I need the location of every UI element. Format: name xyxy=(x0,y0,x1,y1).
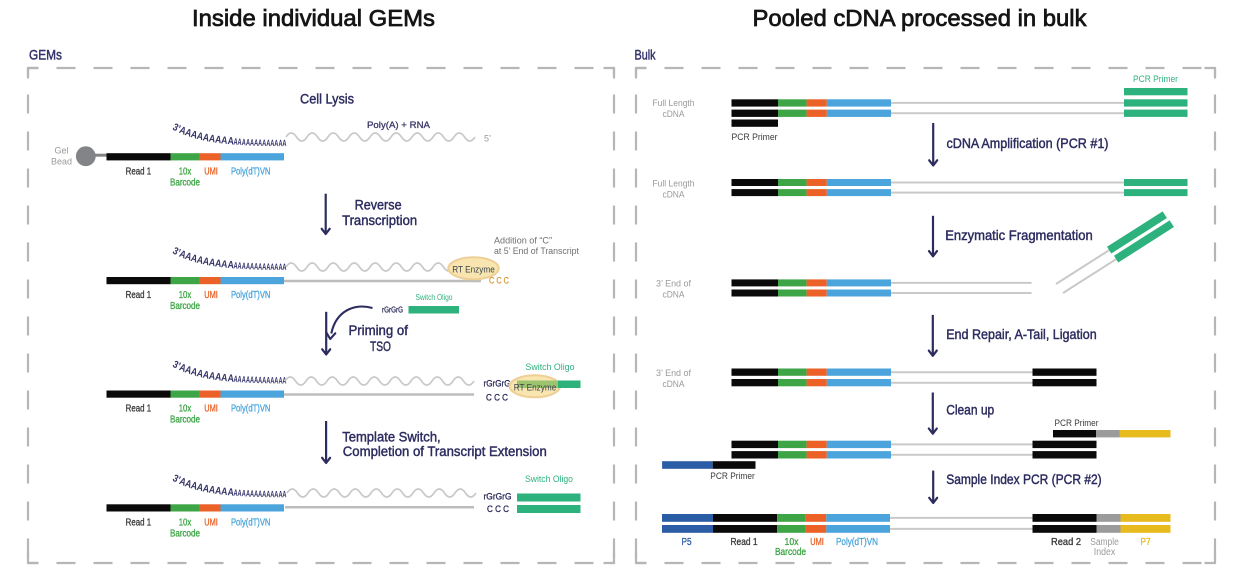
svg-text:Index: Index xyxy=(1094,547,1116,558)
svg-text:Full Length: Full Length xyxy=(653,98,695,108)
svg-text:Read 1: Read 1 xyxy=(126,290,152,301)
svg-text:AAAAAAAAAAAAA: AAAAAAAAAAAAA xyxy=(233,488,287,500)
svg-text:GEMs: GEMs xyxy=(29,47,62,63)
svg-text:P5: P5 xyxy=(682,537,692,548)
svg-text:Read 2: Read 2 xyxy=(1051,537,1081,548)
svg-text:AAAAAAAAAAAAA: AAAAAAAAAAAAA xyxy=(233,260,287,272)
svg-text:Sample Index PCR (PCR #2): Sample Index PCR (PCR #2) xyxy=(946,471,1101,487)
svg-text:cDNA: cDNA xyxy=(663,379,686,389)
svg-text:Switch Oligo: Switch Oligo xyxy=(526,362,575,373)
svg-text:Template Switch,: Template Switch, xyxy=(342,430,441,445)
svg-text:UMI: UMI xyxy=(204,290,218,301)
svg-text:10x: 10x xyxy=(179,290,192,301)
svg-text:Switch Oligo: Switch Oligo xyxy=(416,293,453,302)
svg-text:Barcode: Barcode xyxy=(170,177,200,188)
svg-text:Poly(dT)VN: Poly(dT)VN xyxy=(231,166,271,177)
svg-text:Pooled cDNA processed in bulk: Pooled cDNA processed in bulk xyxy=(753,5,1087,31)
svg-text:Poly(dT)VN: Poly(dT)VN xyxy=(231,404,271,415)
svg-text:Poly(dT)VN: Poly(dT)VN xyxy=(836,537,878,548)
svg-text:3’ End of: 3’ End of xyxy=(656,279,691,289)
svg-text:rGrGrG: rGrGrG xyxy=(382,305,403,315)
svg-text:PCR Primer: PCR Primer xyxy=(1133,74,1178,85)
svg-text:C C C: C C C xyxy=(487,504,509,515)
svg-text:Addition of “C”: Addition of “C” xyxy=(494,236,552,246)
svg-text:UMI: UMI xyxy=(204,404,218,415)
svg-text:Poly(A) + RNA: Poly(A) + RNA xyxy=(367,120,431,131)
svg-text:10x: 10x xyxy=(179,166,192,177)
svg-text:Read 1: Read 1 xyxy=(126,166,152,177)
svg-text:10x: 10x xyxy=(179,404,192,415)
svg-text:RT Enzyme: RT Enzyme xyxy=(514,383,557,394)
svg-text:TSO: TSO xyxy=(370,339,391,354)
svg-text:AAAAAAAAAAAAA: AAAAAAAAAAAAA xyxy=(233,137,287,149)
svg-text:Read 1: Read 1 xyxy=(126,518,152,529)
svg-text:Read 1: Read 1 xyxy=(731,537,758,548)
svg-text:PCR Primer: PCR Primer xyxy=(710,471,755,482)
svg-text:10x: 10x xyxy=(179,518,192,529)
svg-text:3’ End of: 3’ End of xyxy=(656,368,691,378)
svg-text:End Repair, A-Tail, Ligation: End Repair, A-Tail, Ligation xyxy=(946,326,1096,342)
svg-text:Clean up: Clean up xyxy=(946,402,994,418)
svg-text:Barcode: Barcode xyxy=(775,547,806,558)
svg-text:UMI: UMI xyxy=(810,537,824,548)
svg-text:Bead: Bead xyxy=(51,156,72,166)
svg-text:cDNA: cDNA xyxy=(663,109,686,119)
svg-text:P7: P7 xyxy=(1141,537,1151,548)
svg-text:Barcode: Barcode xyxy=(170,529,200,540)
svg-text:PCR Primer: PCR Primer xyxy=(732,132,778,143)
svg-text:C C C: C C C xyxy=(489,276,509,287)
svg-text:RT Enzyme: RT Enzyme xyxy=(452,265,495,276)
svg-text:Sample: Sample xyxy=(1090,537,1119,548)
svg-text:Full Length: Full Length xyxy=(653,179,695,189)
svg-text:cDNA: cDNA xyxy=(663,290,686,300)
svg-text:Bulk: Bulk xyxy=(635,47,657,63)
svg-text:C C C: C C C xyxy=(486,393,508,404)
svg-text:Barcode: Barcode xyxy=(170,415,200,426)
svg-text:at 5’ End of Transcript: at 5’ End of Transcript xyxy=(494,246,579,256)
svg-text:Inside individual GEMs: Inside individual GEMs xyxy=(192,5,435,31)
svg-text:Enzymatic Fragmentation: Enzymatic Fragmentation xyxy=(945,227,1092,243)
svg-text:cDNA Amplification (PCR #1): cDNA Amplification (PCR #1) xyxy=(947,135,1109,151)
svg-text:UMI: UMI xyxy=(204,518,218,529)
svg-text:UMI: UMI xyxy=(204,166,218,177)
svg-text:Barcode: Barcode xyxy=(170,301,200,312)
svg-text:Reverse: Reverse xyxy=(355,197,402,212)
svg-text:Priming of: Priming of xyxy=(348,323,408,338)
svg-text:cDNA: cDNA xyxy=(663,190,686,200)
svg-text:Transcription: Transcription xyxy=(342,213,417,228)
svg-text:AAAAAAAAAAAAA: AAAAAAAAAAAAA xyxy=(233,374,287,386)
svg-text:10x: 10x xyxy=(785,537,799,548)
svg-text:Poly(dT)VN: Poly(dT)VN xyxy=(231,290,271,301)
svg-text:Switch Oligo: Switch Oligo xyxy=(525,474,573,485)
svg-text:rGrGrG: rGrGrG xyxy=(484,379,511,390)
svg-text:Cell Lysis: Cell Lysis xyxy=(300,91,354,106)
svg-text:Gel: Gel xyxy=(54,146,68,156)
svg-text:Poly(dT)VN: Poly(dT)VN xyxy=(231,518,271,529)
svg-text:PCR Primer: PCR Primer xyxy=(1055,418,1099,429)
svg-text:5’: 5’ xyxy=(484,134,491,144)
svg-text:Completion of Transcript Exten: Completion of Transcript Extension xyxy=(343,444,547,459)
svg-text:rGrGrG: rGrGrG xyxy=(484,492,512,503)
svg-text:Read 1: Read 1 xyxy=(126,404,152,415)
